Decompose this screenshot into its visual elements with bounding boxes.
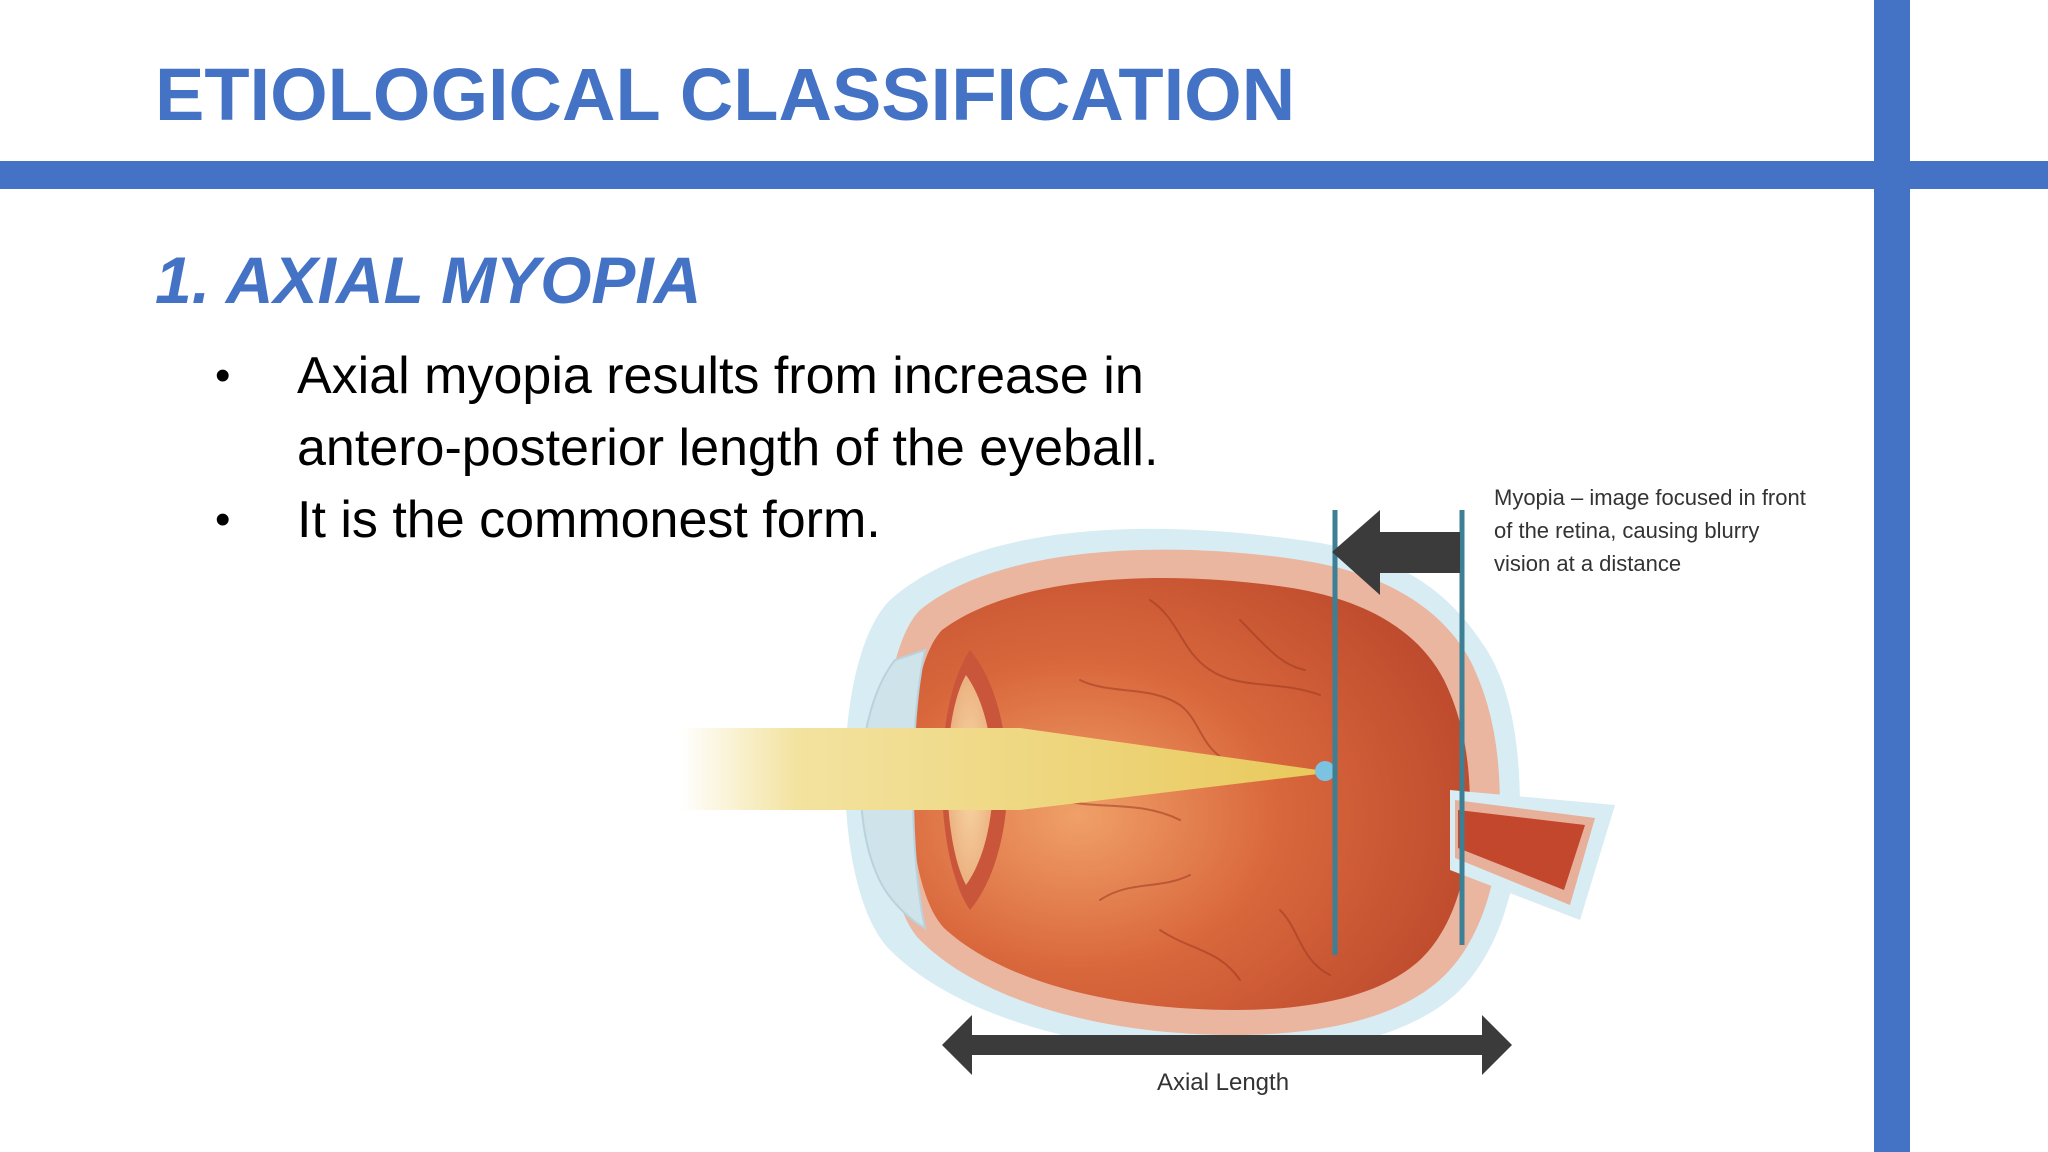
shift-arrow [1332,510,1460,595]
bullet-text: It is the commonest form. [297,491,881,549]
diagram-caption-line-2: of the retina, causing blurry [1494,518,1759,543]
diagram-caption-line-1: Myopia – image focused in front [1494,485,1806,510]
right-vertical-bar [1874,0,1910,1152]
eye-diagram: Myopia – image focused in front of the r… [680,480,1860,1110]
bullet-item: • Axial myopia results from increase in … [215,340,1255,484]
bullet-text: Axial myopia results from increase in an… [297,347,1159,477]
bullet-list: • Axial myopia results from increase in … [215,340,1255,556]
eyeball [882,549,1500,1035]
slide-title: ETIOLOGICAL CLASSIFICATION [155,53,1296,136]
eye-diagram-svg: Myopia – image focused in front of the r… [680,485,1806,1096]
axial-length-arrow [942,1015,1512,1075]
bullet-dot: • [215,351,231,400]
diagram-caption-line-3: vision at a distance [1494,551,1681,576]
axial-length-label: Axial Length [1157,1069,1289,1096]
bullet-item: • It is the commonest form. [215,484,1255,556]
header-divider-bar [0,161,2048,189]
optic-nerve [1450,790,1615,920]
light-beam [680,728,1318,810]
focal-point [1315,761,1335,781]
section-heading: 1. AXIAL MYOPIA [155,243,702,317]
blood-vessels [1059,599,1331,981]
bullet-dot: • [215,495,231,544]
